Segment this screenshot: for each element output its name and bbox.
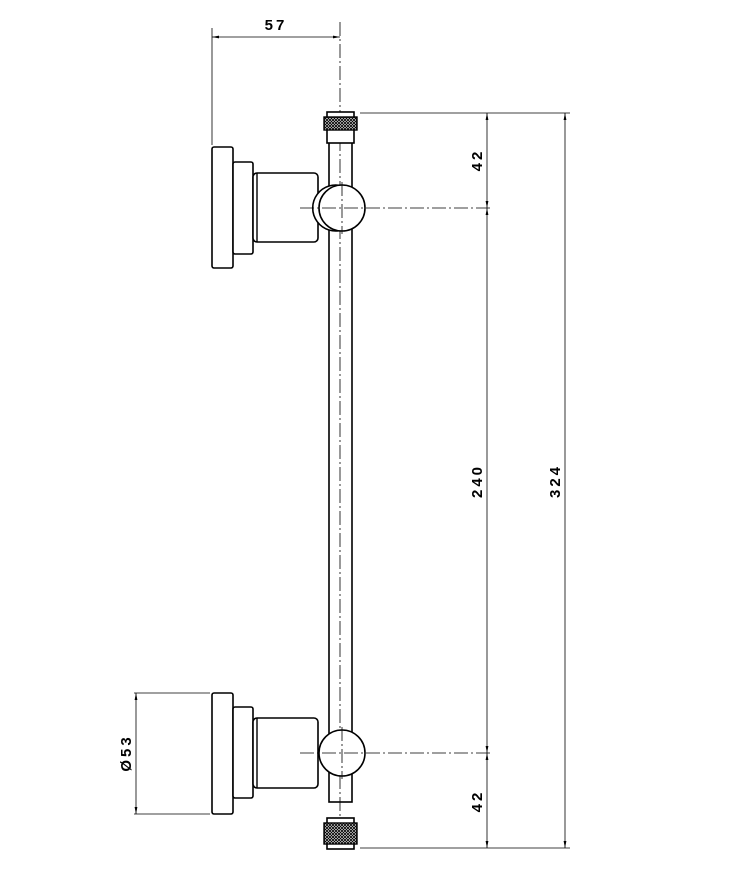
flange-diameter-dimension: Ø53 [118, 692, 210, 815]
top-wall-bracket [211, 146, 490, 269]
bottom-knurled-cap [323, 817, 358, 850]
flange-diameter-label: Ø53 [118, 734, 135, 771]
vertical-dimensions: 42 240 42 324 [360, 112, 570, 849]
depth-label: 57 [265, 17, 288, 34]
bottom-offset-label: 42 [469, 790, 486, 813]
bottom-wall-bracket [211, 692, 490, 815]
top-knurled-cap [323, 111, 358, 144]
center-distance-label: 240 [469, 464, 486, 498]
total-length-label: 324 [547, 464, 564, 498]
top-offset-label: 42 [469, 149, 486, 172]
depth-dimension: 57 [211, 17, 341, 145]
